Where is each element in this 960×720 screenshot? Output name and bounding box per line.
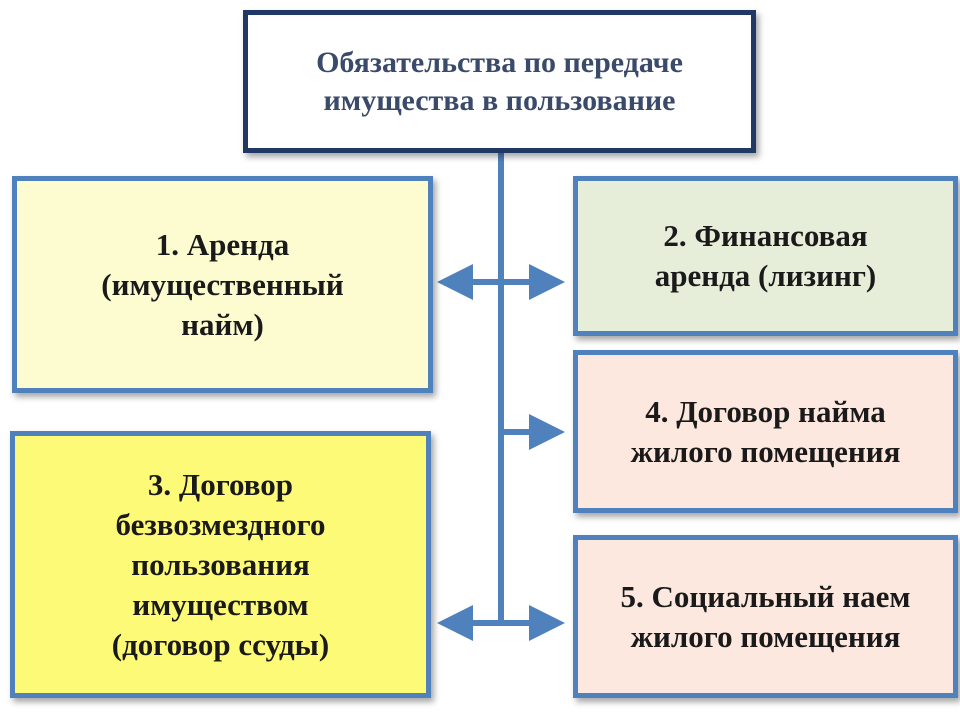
- box-line: жилого помещения: [630, 433, 901, 469]
- box-leasing: 2. Финансовая аренда (лизинг): [573, 176, 958, 336]
- box-line: имуществом: [132, 586, 309, 622]
- box-line: (имущественный: [101, 266, 344, 302]
- box-residential-lease: 4. Договор найма жилого помещения: [573, 350, 958, 513]
- box-line: 2. Финансовая: [663, 218, 868, 253]
- box-line: (договор ссуды): [111, 626, 330, 662]
- box-line: жилого помещения: [630, 618, 901, 654]
- title-line: имущества в пользование: [323, 83, 676, 117]
- box-ssuda: 3. Договор безвозмездного пользования им…: [10, 431, 431, 698]
- box-line: 4. Договор найма: [645, 393, 886, 429]
- box-text: 3. Договор безвозмездного пользования им…: [112, 465, 329, 665]
- box-line: 3. Договор: [147, 466, 294, 502]
- box-line: пользования: [131, 546, 310, 582]
- box-text: 5. Социальный наем жилого помещения: [620, 577, 910, 657]
- box-line: 1. Аренда: [155, 226, 290, 262]
- box-line: найм): [181, 306, 264, 342]
- title-line: Обязательства по передаче: [316, 45, 683, 79]
- title-text: Обязательства по передаче имущества в по…: [316, 44, 683, 120]
- box-text: 2. Финансовая аренда (лизинг): [655, 216, 876, 296]
- box-text: 1. Аренда (имущественный найм): [101, 225, 343, 345]
- box-line: аренда (лизинг): [654, 258, 877, 293]
- box-line: безвозмездного: [115, 506, 326, 542]
- box-social-lease: 5. Социальный наем жилого помещения: [573, 535, 958, 698]
- box-text: 4. Договор найма жилого помещения: [631, 392, 901, 472]
- box-line: 5. Социальный наем: [620, 578, 911, 614]
- title-box: Обязательства по передаче имущества в по…: [243, 10, 756, 153]
- box-arenda: 1. Аренда (имущественный найм): [12, 176, 433, 393]
